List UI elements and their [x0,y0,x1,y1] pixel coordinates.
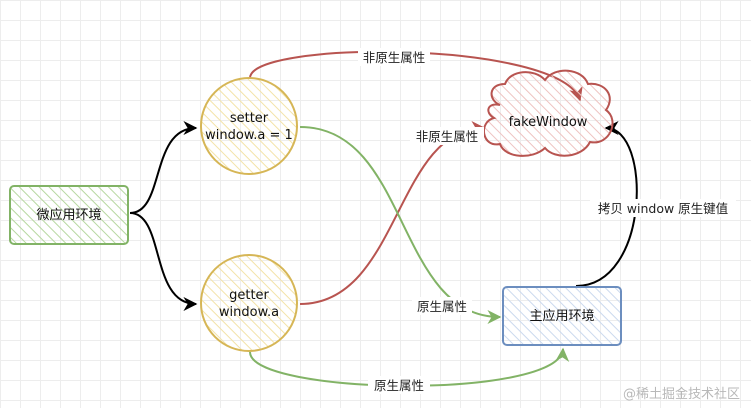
node-main-app: 主应用环境 [502,286,622,346]
edge-micro-to-getter [129,212,198,311]
node-setter: setter window.a = 1 [200,77,298,175]
svg-text:原生属性: 原生属性 [374,378,424,393]
svg-text:非原生属性: 非原生属性 [363,50,426,65]
edge-getter-to-fake [299,121,486,305]
node-getter-line1: getter [229,288,269,303]
node-setter-line1: setter [230,111,269,126]
node-micro-app-label: 微应用环境 [36,207,101,223]
edge-label-getter-to-main-bottom: 原生属性 [368,376,430,394]
node-main-app-label: 主应用环境 [529,308,594,324]
node-setter-line2: window.a = 1 [205,128,293,143]
svg-text:原生属性: 原生属性 [417,299,467,314]
edge-setter-to-main [299,126,502,324]
edge-label-main-to-fake: 拷贝 window 原生键值 [590,199,736,217]
edge-label-setter-to-fake-top: 非原生属性 [358,48,430,66]
edge-label-getter-to-fake: 非原生属性 [410,127,484,145]
node-getter: getter window.a [200,254,298,352]
watermark: @稀土掘金技术社区 [623,386,740,402]
svg-text:非原生属性: 非原生属性 [416,129,479,144]
node-fake-window-label: fakeWindow [509,115,588,130]
node-fake-window: fakeWindow [483,69,614,157]
edge-micro-to-setter [129,121,198,214]
node-getter-line2: window.a [219,305,279,320]
edge-label-setter-to-main: 原生属性 [412,297,472,315]
svg-text:拷贝 window 原生键值: 拷贝 window 原生键值 [598,201,728,216]
node-micro-app: 微应用环境 [9,185,129,245]
